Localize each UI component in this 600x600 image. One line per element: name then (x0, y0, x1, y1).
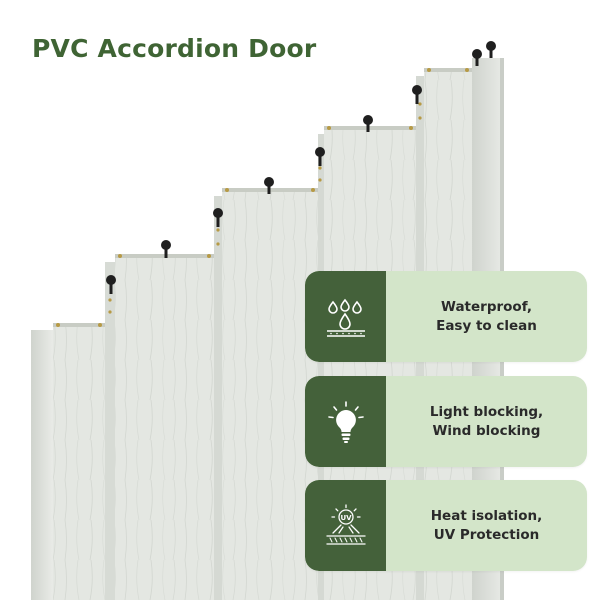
feature-label-heat-isolation: Heat isolation, UV Protection (430, 507, 543, 543)
uv-icon-text: UV (340, 514, 352, 522)
feature-card-light-blocking: Light blocking, Wind blocking (305, 376, 587, 467)
water-drops-icon (305, 271, 386, 362)
page-title: PVC Accordion Door (32, 34, 317, 63)
uv-shield-icon: UV (305, 480, 386, 571)
feature-label-light-blocking: Light blocking, Wind blocking (429, 403, 544, 439)
feature-card-heat-isolation: UV Heat isolation, UV Protection (305, 480, 587, 571)
lightbulb-icon (305, 376, 386, 467)
feature-card-waterproof: Waterproof, Easy to clean (305, 271, 587, 362)
feature-label-waterproof: Waterproof, Easy to clean (436, 298, 537, 334)
